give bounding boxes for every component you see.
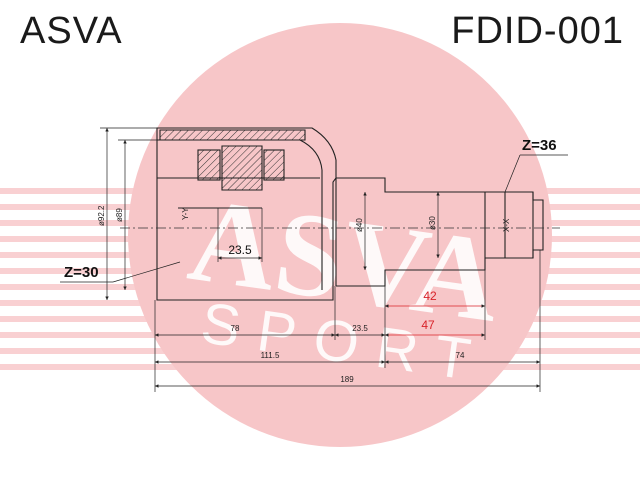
dimension-lines	[60, 127, 568, 392]
dim-shaft-diameter-40: ø40	[355, 218, 364, 232]
ball-left	[197, 149, 221, 181]
outer-splines-label: Z=30	[64, 264, 99, 281]
brand-title: ASVA	[20, 10, 123, 52]
dim-111-5: 111.5	[261, 351, 280, 360]
dim-housing-diameter: ø89	[115, 208, 124, 222]
joint-outline	[156, 127, 544, 301]
housing-outline	[156, 127, 337, 301]
ball-right	[263, 149, 285, 181]
spline-end	[485, 191, 544, 259]
section-mark-x: X-X	[502, 218, 511, 232]
dimension-labels: ø92.2 ø89 ø40 ø30 Y-Y X-X 23.5 78 23.5 4…	[64, 137, 557, 384]
part-number: FDID-001	[451, 10, 624, 52]
section-mark-y: Y-Y	[181, 207, 190, 220]
watermark-circle	[128, 23, 552, 447]
dim-74: 74	[456, 351, 465, 360]
dim-red-47: 47	[421, 318, 435, 332]
dim-shaft-diameter-30: ø30	[428, 216, 437, 230]
bearing-hatch	[221, 145, 263, 191]
dim-outer-diameter: ø92.2	[97, 205, 106, 226]
dim-bottom-23-5: 23.5	[352, 324, 368, 333]
dim-inner-width: 23.5	[228, 243, 252, 257]
dim-red-42: 42	[423, 289, 437, 303]
inner-splines-label: Z=36	[522, 137, 557, 154]
dim-bottom-78: 78	[231, 324, 240, 333]
cage-hatch-top	[159, 129, 306, 141]
dim-total: 189	[340, 375, 354, 384]
